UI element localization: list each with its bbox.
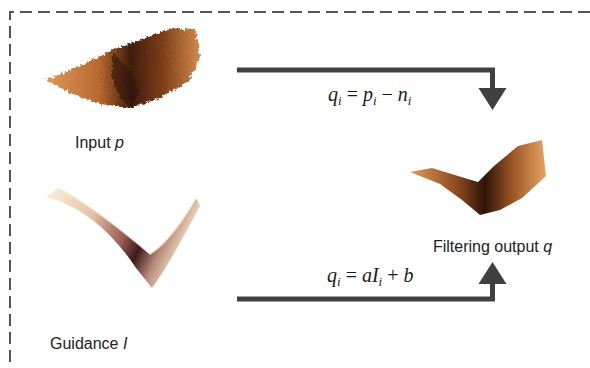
image-caption: Filtering output q bbox=[433, 237, 552, 256]
formula-label: qi = pi − ni bbox=[325, 82, 414, 106]
image-panel: Guidance I bbox=[40, 185, 237, 357]
image-panel: Input p bbox=[40, 20, 237, 155]
image-panel: Filtering output q bbox=[405, 110, 580, 262]
flow-arrow bbox=[237, 262, 507, 299]
guidance-surface bbox=[46, 188, 200, 288]
image-caption: Guidance I bbox=[50, 334, 127, 353]
image-caption: Input p bbox=[75, 133, 124, 152]
noisy-surface bbox=[46, 28, 200, 108]
dashed-frame bbox=[10, 12, 590, 368]
arrow-head bbox=[479, 88, 507, 110]
flow-arrow bbox=[237, 70, 507, 110]
arrow-head bbox=[479, 262, 507, 284]
formula-label: qi = aIi + b bbox=[324, 263, 416, 287]
output-surface bbox=[410, 140, 546, 215]
